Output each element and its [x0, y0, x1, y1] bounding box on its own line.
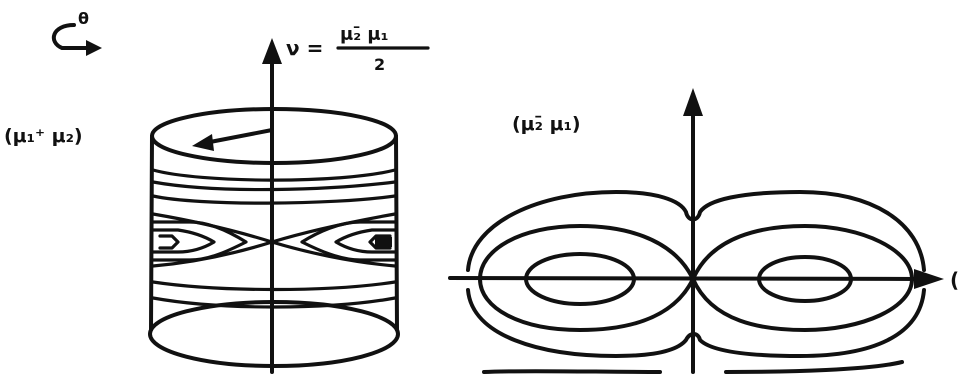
top-rim-arrow: [208, 128, 274, 144]
planar-figure: (μ₂̄ μ₁) (: [448, 88, 959, 374]
right-center-orbit: [757, 255, 853, 303]
fraction-denominator: 2: [374, 55, 385, 74]
vertical-axis-arrow-icon: [683, 88, 703, 116]
cylinder-left-side: [149, 134, 154, 332]
rotation-theta-icon: [51, 23, 102, 56]
fraction-numerator: μ₂̄ μ₁: [340, 24, 389, 45]
sum-label: (μ₁⁺ μ₂): [4, 125, 83, 147]
cylinder-right-side: [394, 134, 399, 332]
right-orbit-fill: [375, 237, 392, 247]
nu-axis-arrow-icon: [262, 38, 282, 64]
far-lower-trajectory-right: [724, 360, 904, 374]
nu-axis-label: ν =: [286, 36, 323, 60]
right-closed-orbits: [300, 220, 397, 262]
separatrix-lobes: [478, 224, 914, 332]
left-closed-orbits: [151, 220, 248, 262]
outer-lower-trajectory: [466, 288, 926, 358]
left-center-orbit: [524, 252, 636, 306]
theta-label: θ: [78, 9, 89, 28]
cylinder-figure: θ ν = μ₂̄ μ₁ 2 (μ₁⁺ μ₂): [4, 9, 430, 374]
outer-upper-trajectory: [466, 190, 926, 272]
cylinder-lower-trajectories: [151, 280, 397, 309]
far-lower-trajectory: [482, 369, 662, 374]
horizontal-axis-label: (: [950, 268, 959, 292]
difference-label: (μ₂̄ μ₁): [512, 113, 581, 135]
horizontal-axis: [448, 276, 922, 281]
horizontal-axis-arrow-icon: [914, 269, 944, 289]
